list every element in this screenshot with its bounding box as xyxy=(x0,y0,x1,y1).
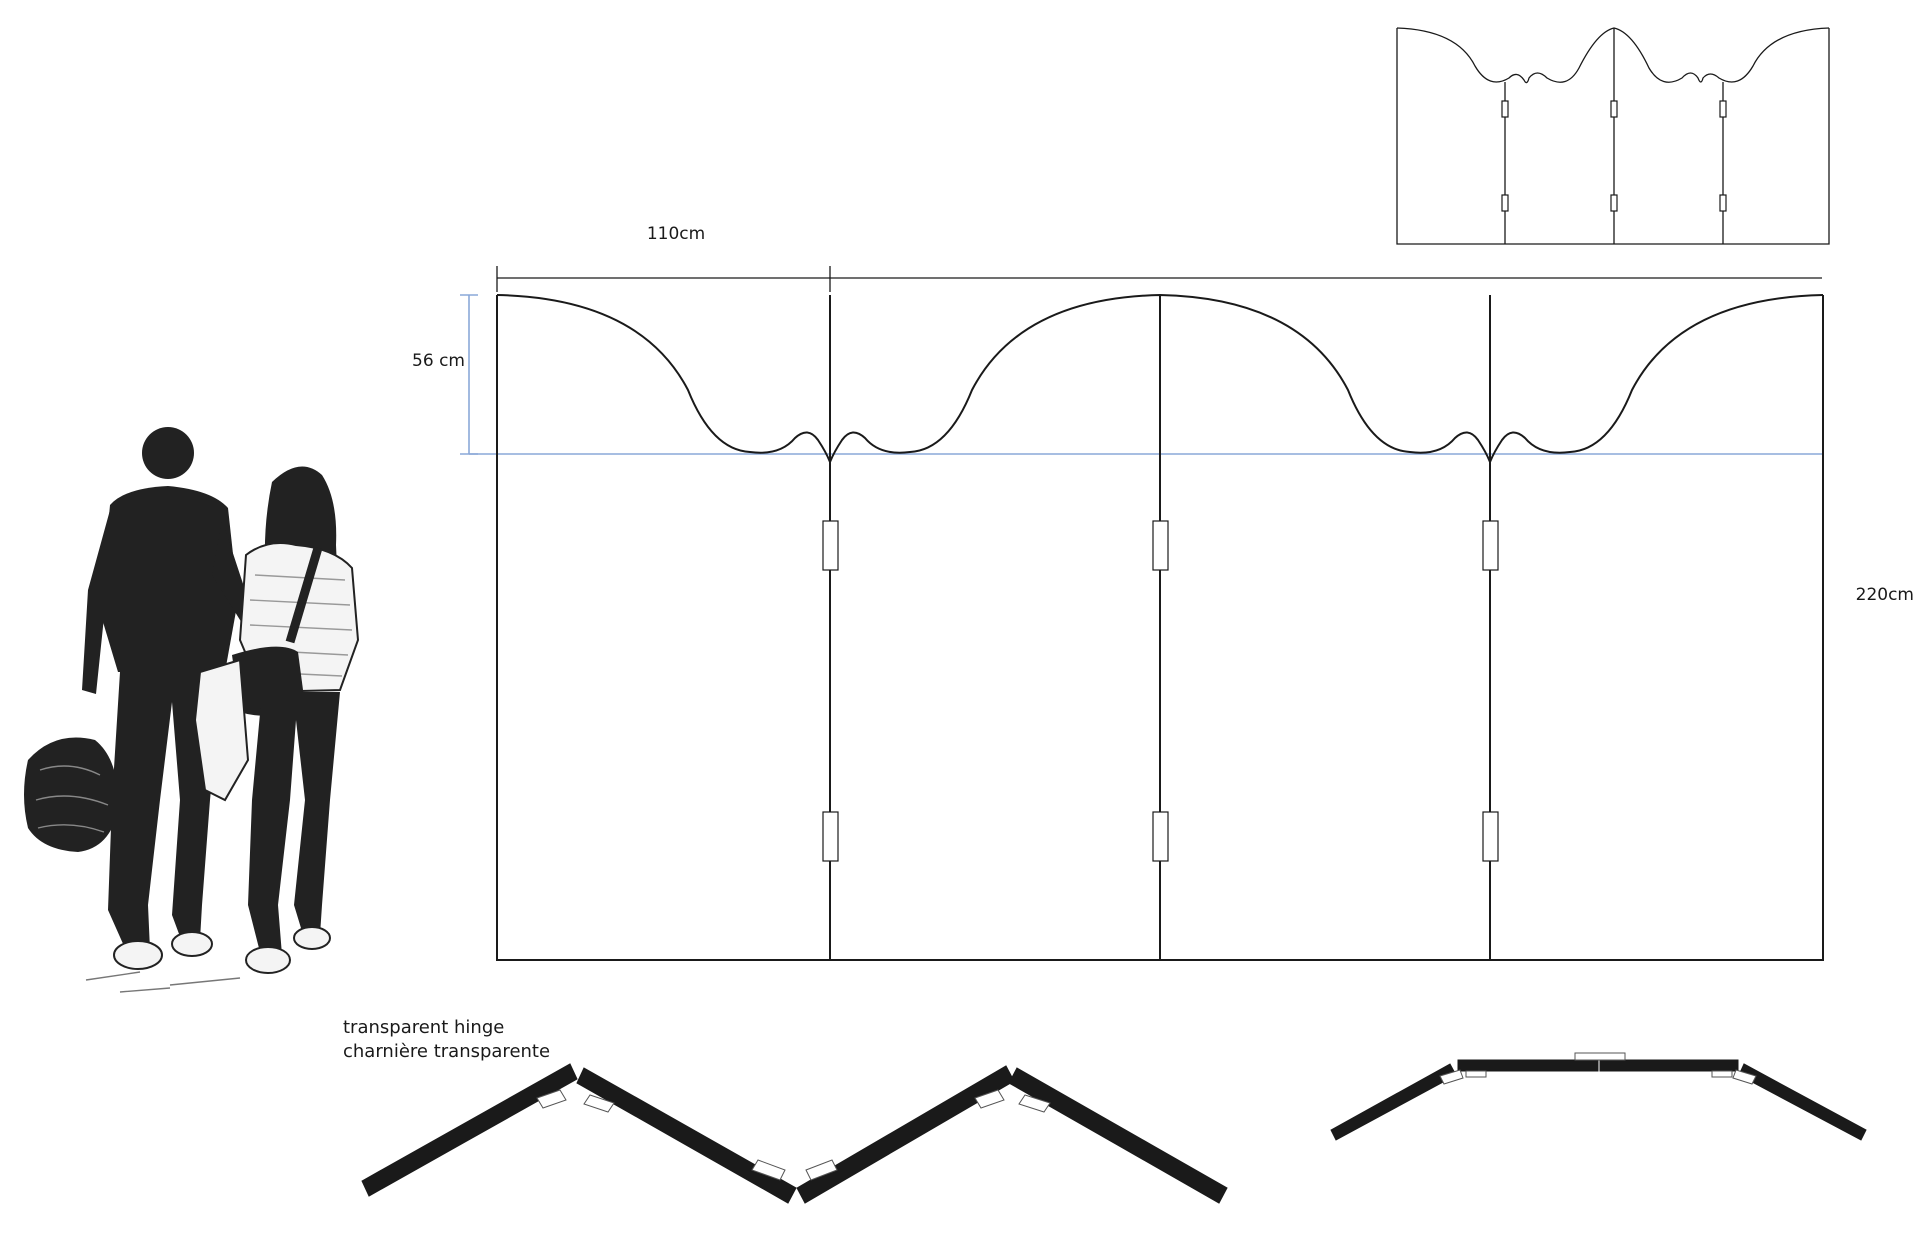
zigzag-hinge-3 xyxy=(751,1159,786,1181)
main-elevation: 110cm 56 cm 220cm xyxy=(412,224,1914,961)
thumb-outline xyxy=(1396,28,1830,245)
zigzag-hinge-5 xyxy=(974,1089,1005,1109)
man-torso xyxy=(100,486,238,672)
arc-hinge-3 xyxy=(1574,1052,1626,1061)
arc-hinge-2 xyxy=(1465,1070,1487,1078)
arc-panel-3 xyxy=(1599,1059,1739,1072)
thumbnail-elevation xyxy=(1396,27,1830,245)
hinge-lower-2 xyxy=(1152,811,1169,862)
woman-shoe-right xyxy=(293,926,331,950)
woman-legs xyxy=(248,692,340,960)
zigzag-panel-1 xyxy=(361,1063,578,1197)
hinge-note-en: transparent hinge xyxy=(343,1017,504,1038)
arc-panel-1 xyxy=(1330,1063,1457,1141)
zigzag-hinge-6 xyxy=(1018,1094,1051,1113)
hinge-lower-3 xyxy=(1482,811,1499,862)
zigzag-panel-2 xyxy=(576,1067,797,1204)
bag-strap xyxy=(285,546,323,644)
crest-depth-label: 56 cm xyxy=(412,351,465,371)
thumb-top-edge xyxy=(1396,27,1830,84)
arc-panel-2 xyxy=(1457,1059,1599,1072)
hinge-upper-2 xyxy=(1152,520,1169,571)
man-head xyxy=(142,427,194,479)
zigzag-hinge-2 xyxy=(583,1094,615,1113)
hinge-upper-3 xyxy=(1482,520,1499,571)
hinge-note-fr: charnière transparente xyxy=(343,1041,550,1062)
zigzag-hinge-4 xyxy=(805,1159,838,1181)
plan-zigzag xyxy=(361,1063,1228,1204)
arc-hinge-4 xyxy=(1711,1070,1733,1078)
man-shoe-right xyxy=(171,931,213,957)
arc-hinge-5 xyxy=(1732,1069,1757,1085)
man-legs xyxy=(108,672,222,955)
total-height-label: 220cm xyxy=(1856,585,1914,605)
arc-panel-4 xyxy=(1738,1063,1867,1141)
arc-hinge-1 xyxy=(1439,1069,1464,1085)
hinge-lower-1 xyxy=(822,811,839,862)
zigzag-panel-4 xyxy=(1008,1067,1228,1204)
carried-jacket xyxy=(24,737,119,852)
people-sketch xyxy=(24,427,360,993)
panel-width-label: 110cm xyxy=(647,224,705,244)
man-left-arm xyxy=(82,510,122,694)
woman-coat xyxy=(193,658,250,802)
zigzag-hinge-1 xyxy=(536,1089,567,1109)
plan-arc xyxy=(1330,1052,1867,1141)
woman-shoe-left xyxy=(245,946,291,974)
hinge-upper-1 xyxy=(822,520,839,571)
man-shoe-left xyxy=(113,940,163,970)
zigzag-panel-3 xyxy=(796,1065,1015,1204)
